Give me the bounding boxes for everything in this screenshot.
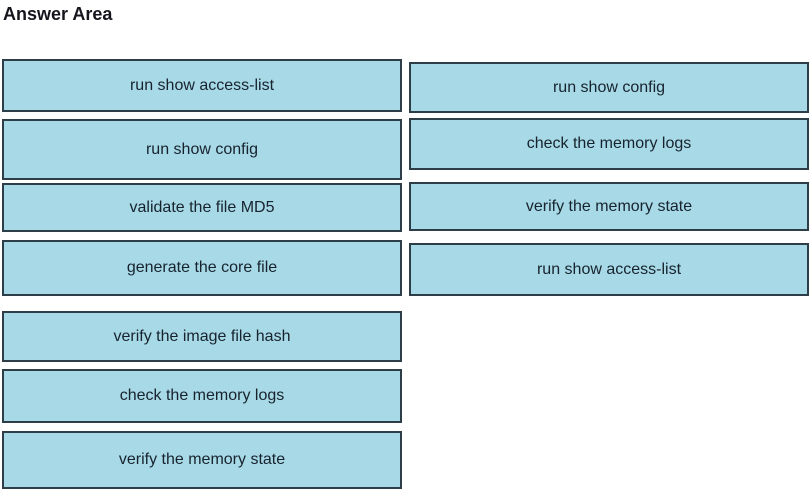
option-box-run-show-access-list[interactable]: run show access-list: [2, 59, 402, 112]
option-box-check-the-memory-logs[interactable]: check the memory logs: [2, 369, 402, 423]
answer-area-title: Answer Area: [3, 4, 113, 24]
option-box-generate-the-core-file[interactable]: generate the core file: [2, 240, 402, 296]
option-box-verify-the-memory-state[interactable]: verify the memory state: [2, 431, 402, 489]
answer-box-check-the-memory-logs[interactable]: check the memory logs: [409, 118, 809, 170]
answer-box-run-show-config[interactable]: run show config: [409, 62, 809, 113]
answer-box-verify-the-memory-state[interactable]: verify the memory state: [409, 182, 809, 231]
option-box-verify-the-image-file-hash[interactable]: verify the image file hash: [2, 311, 402, 362]
answer-box-run-show-access-list[interactable]: run show access-list: [409, 243, 809, 296]
option-box-validate-the-file-md5[interactable]: validate the file MD5: [2, 183, 402, 232]
option-box-run-show-config[interactable]: run show config: [2, 119, 402, 180]
